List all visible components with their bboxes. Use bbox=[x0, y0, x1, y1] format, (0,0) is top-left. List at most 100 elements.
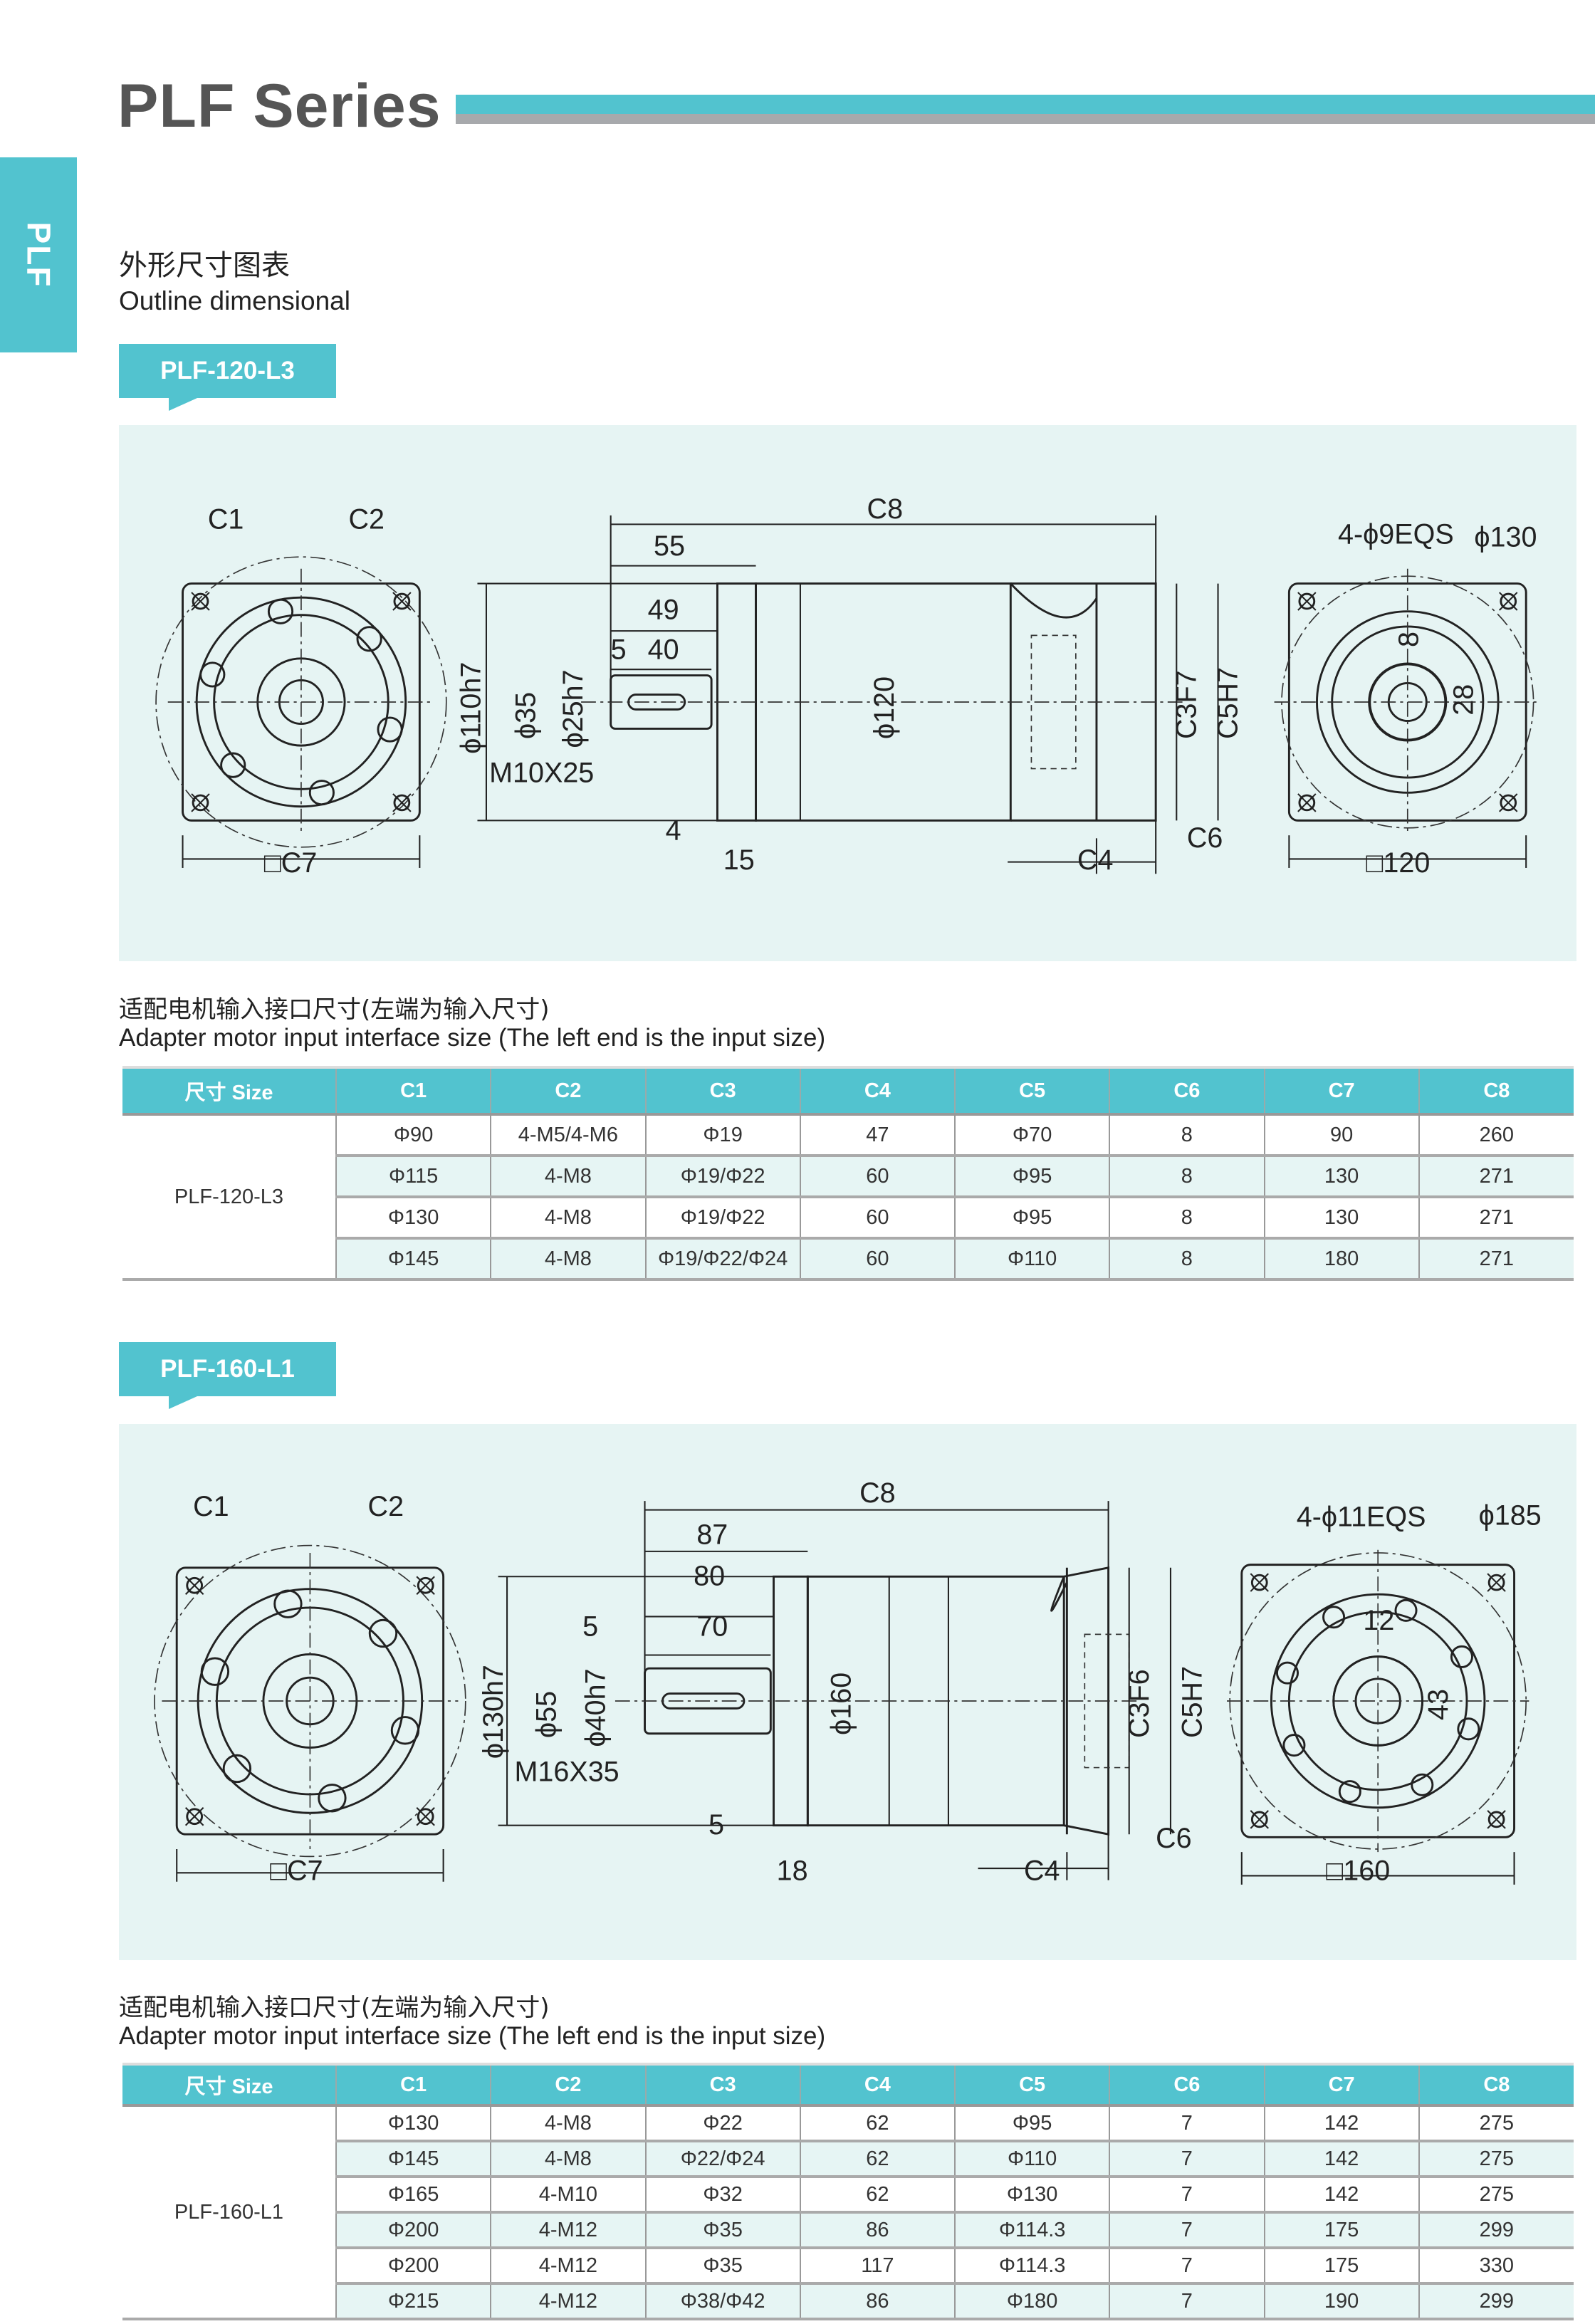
drawing-line bbox=[392, 592, 412, 611]
dim-label: □C7 bbox=[264, 847, 317, 879]
table-cell: Φ95 bbox=[953, 1156, 1110, 1198]
outline-drawing-panel: C1 C2 □C7 C8 87 80 5 70 ϕ130h7 ϕ55 ϕ40h7… bbox=[119, 1424, 1576, 1960]
dim-label: 4-ϕ9EQS bbox=[1338, 518, 1454, 550]
dim-label: 43 bbox=[1423, 1689, 1454, 1720]
bolt-hole bbox=[356, 626, 382, 652]
mount-hole bbox=[393, 794, 411, 812]
table-cell: 4-M8 bbox=[490, 2141, 646, 2178]
table-cell: 62 bbox=[799, 2105, 955, 2142]
dim-label: C3F7 bbox=[1171, 670, 1202, 739]
table-cell: 62 bbox=[799, 2141, 955, 2178]
dim-label: 28 bbox=[1448, 684, 1479, 716]
dim-label: □120 bbox=[1366, 847, 1431, 879]
mount-hole bbox=[417, 1808, 434, 1826]
column-header: C5 bbox=[953, 1066, 1110, 1116]
column-header: C8 bbox=[1418, 1066, 1574, 1116]
table-cell: 90 bbox=[1263, 1114, 1419, 1157]
dim-label: 12 bbox=[1363, 1605, 1394, 1636]
table-cell: 4-M8 bbox=[490, 1156, 646, 1198]
dim-label: 8 bbox=[1393, 632, 1424, 647]
table-cell: 4-M8 bbox=[490, 1238, 646, 1281]
dim-label: ϕ120 bbox=[869, 676, 900, 739]
table-cell: 117 bbox=[799, 2248, 955, 2285]
column-header: C8 bbox=[1418, 2063, 1574, 2107]
column-header: C2 bbox=[490, 2063, 646, 2107]
bolt-hole bbox=[1411, 1773, 1434, 1796]
table-caption-cn: 适配电机输入接口尺寸(左端为输入尺寸) bbox=[119, 995, 550, 1024]
column-header: C2 bbox=[490, 1066, 646, 1116]
column-header: C3 bbox=[644, 1066, 800, 1116]
table-cell: 180 bbox=[1263, 1238, 1419, 1281]
column-header: C7 bbox=[1263, 2063, 1419, 2107]
table-cell: 142 bbox=[1263, 2177, 1419, 2214]
dim-label: ϕ55 bbox=[531, 1691, 563, 1738]
table-cell: Φ200 bbox=[335, 2212, 491, 2249]
shaft-circle bbox=[1332, 1655, 1424, 1747]
table-caption-en: Adapter motor input interface size (The … bbox=[119, 2022, 826, 2050]
drawing-line bbox=[1499, 793, 1518, 812]
table-cell: 275 bbox=[1418, 2141, 1574, 2178]
dim-label: ϕ130h7 bbox=[478, 1665, 509, 1759]
dim-label: 4-ϕ11EQS bbox=[1297, 1502, 1426, 1533]
dim-label: 80 bbox=[694, 1561, 725, 1592]
mount-hole bbox=[192, 794, 209, 812]
table-cell: 130 bbox=[1263, 1197, 1419, 1240]
dim-label: ϕ110h7 bbox=[456, 662, 487, 754]
drawing-line bbox=[191, 592, 210, 611]
table-cell: Φ114.3 bbox=[953, 2212, 1110, 2249]
table-cell: Φ19 bbox=[644, 1114, 800, 1157]
mount-hole bbox=[417, 1576, 434, 1594]
mount-hole bbox=[1298, 592, 1316, 610]
dim-label: 40 bbox=[648, 634, 679, 666]
dim-label: M10X25 bbox=[489, 757, 594, 788]
dim-label: 55 bbox=[654, 530, 685, 562]
table-cell: 7 bbox=[1109, 2141, 1265, 2178]
table-cell: Φ130 bbox=[335, 2105, 491, 2142]
dim-label: ϕ160 bbox=[826, 1673, 857, 1735]
table-cell: Φ19/Φ22 bbox=[644, 1197, 800, 1240]
drawing-line bbox=[1487, 1573, 1506, 1592]
bolt-hole bbox=[1282, 1734, 1306, 1757]
table-cell: Φ95 bbox=[953, 1197, 1110, 1240]
bolt-hole bbox=[199, 661, 226, 688]
outline-drawing: C1 C2 □C7 C8 55 49 40 5 ϕ110h7 ϕ35 ϕ25h7… bbox=[155, 493, 1541, 879]
dim-label: C4 bbox=[1024, 1855, 1060, 1887]
pitch-circle bbox=[155, 556, 447, 848]
column-header: C6 bbox=[1109, 2063, 1265, 2107]
table-cell: 7 bbox=[1109, 2212, 1265, 2249]
table-cell: Φ200 bbox=[335, 2248, 491, 2285]
dim-label: 70 bbox=[696, 1611, 728, 1642]
drawing-line bbox=[191, 793, 210, 812]
dim-label: C8 bbox=[859, 1477, 896, 1509]
mount-hole bbox=[186, 1576, 204, 1594]
table-cell: 7 bbox=[1109, 2248, 1265, 2285]
table-cell: Φ38/Φ42 bbox=[644, 2283, 800, 2320]
dim-label: □C7 bbox=[270, 1855, 323, 1887]
dim-label: C2 bbox=[368, 1491, 404, 1522]
column-header: C6 bbox=[1109, 1066, 1265, 1116]
header-gray-bar bbox=[456, 114, 1595, 124]
bolt-hole bbox=[1322, 1606, 1346, 1629]
shaft-circle bbox=[1368, 662, 1448, 742]
table-cell: 7 bbox=[1109, 2177, 1265, 2214]
drawing-line bbox=[184, 1807, 204, 1826]
drawing-line bbox=[416, 1576, 435, 1595]
bore-circle bbox=[1270, 1593, 1486, 1809]
mount-hole bbox=[186, 1808, 204, 1826]
table-cell: 275 bbox=[1418, 2177, 1574, 2214]
table-cell: 7 bbox=[1109, 2283, 1265, 2320]
heading-en: Outline dimensional bbox=[119, 286, 350, 315]
column-header: C1 bbox=[335, 2063, 491, 2107]
bolt-hole bbox=[267, 598, 294, 624]
column-header: 尺寸 Size bbox=[122, 1066, 336, 1116]
table-cell: 4-M12 bbox=[490, 2212, 646, 2249]
table-cell: 4-M12 bbox=[490, 2283, 646, 2320]
column-header: C5 bbox=[953, 2063, 1110, 2107]
table-cell: 130 bbox=[1263, 1156, 1419, 1198]
bolt-hole bbox=[308, 780, 335, 806]
